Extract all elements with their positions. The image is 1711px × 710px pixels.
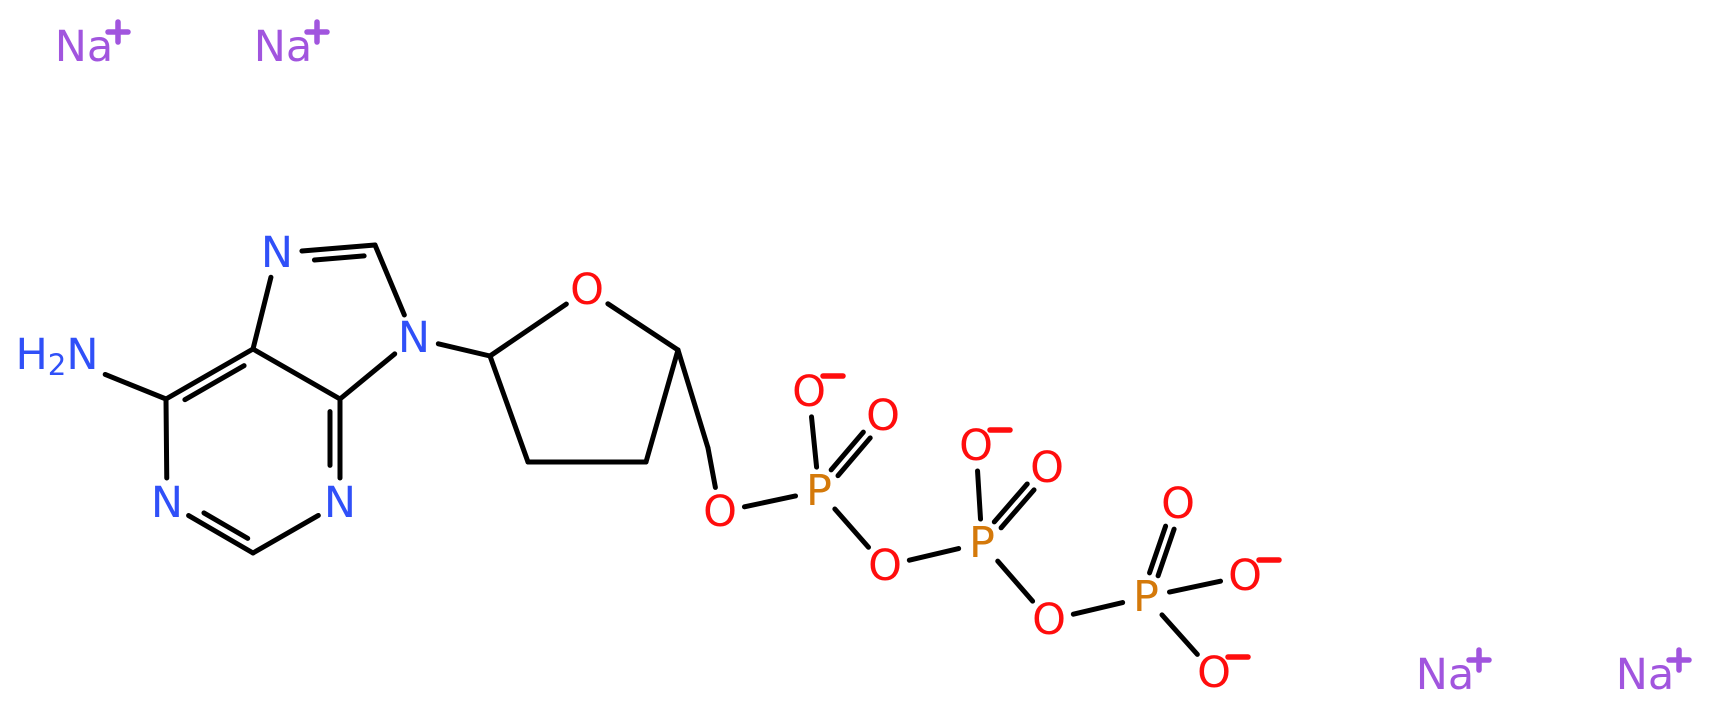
atom-label-NH2: H2N <box>15 330 98 382</box>
double-bond-line <box>163 346 256 402</box>
double-bond-inner-line <box>201 510 251 541</box>
bond <box>705 445 718 490</box>
atom-label-Oam: O <box>792 367 826 417</box>
bond <box>250 346 343 402</box>
bond <box>1070 600 1126 617</box>
double-bond-line <box>299 242 378 254</box>
bond <box>1166 578 1224 595</box>
sodium-ion-label: Na <box>55 22 114 72</box>
bond <box>906 546 962 563</box>
bond <box>163 396 170 481</box>
atom-label-Ocm2: O <box>1197 648 1231 698</box>
atom-label-N7: N <box>261 228 293 278</box>
atom-label-N9: N <box>398 313 430 363</box>
atom-label-Obd: O <box>1030 443 1064 493</box>
atom-label-N1: N <box>151 478 183 528</box>
double-bond-inner-line <box>182 363 247 403</box>
bond <box>809 414 820 470</box>
double-bond-line <box>828 429 866 473</box>
bond <box>250 274 274 352</box>
bond <box>1159 612 1200 657</box>
bond <box>605 301 681 353</box>
bond <box>250 512 321 556</box>
atom-label-Ocm1: O <box>1228 551 1262 601</box>
bond <box>435 341 493 359</box>
bond <box>643 347 681 465</box>
atom-label-Oad: O <box>866 391 900 441</box>
atom-label-Ocd: O <box>1161 479 1195 529</box>
atom-label-Obm: O <box>959 421 993 471</box>
atom-label-P2: P <box>969 518 995 568</box>
bond <box>487 301 569 359</box>
bond <box>995 558 1036 604</box>
atom-label-P1: P <box>806 466 832 516</box>
atom-label-O5p: O <box>703 487 737 537</box>
atom-label-Oab: O <box>868 541 902 591</box>
bond <box>975 468 984 522</box>
double-bond-line <box>998 487 1037 531</box>
bond <box>487 353 531 465</box>
double-bond-line <box>991 481 1030 525</box>
sodium-ion-label: Na <box>1416 650 1475 700</box>
double-bond-line <box>186 513 256 556</box>
bond <box>832 506 871 550</box>
bond <box>675 347 711 451</box>
atom-label-Obc: O <box>1032 595 1066 645</box>
bond <box>372 242 407 318</box>
double-bond-line <box>1155 526 1177 579</box>
sodium-ion-label: Na <box>1616 650 1675 700</box>
bond <box>741 493 799 510</box>
double-bond-line <box>835 435 873 479</box>
atom-label-O4p: O <box>570 265 604 315</box>
bond <box>337 351 398 402</box>
sodium-ion-label: Na <box>254 22 313 72</box>
atom-label-N3: N <box>324 478 356 528</box>
double-bond-inner-line <box>311 253 367 263</box>
bond <box>102 371 169 402</box>
double-bond-line <box>1147 523 1169 576</box>
atom-label-P3: P <box>1133 572 1159 622</box>
